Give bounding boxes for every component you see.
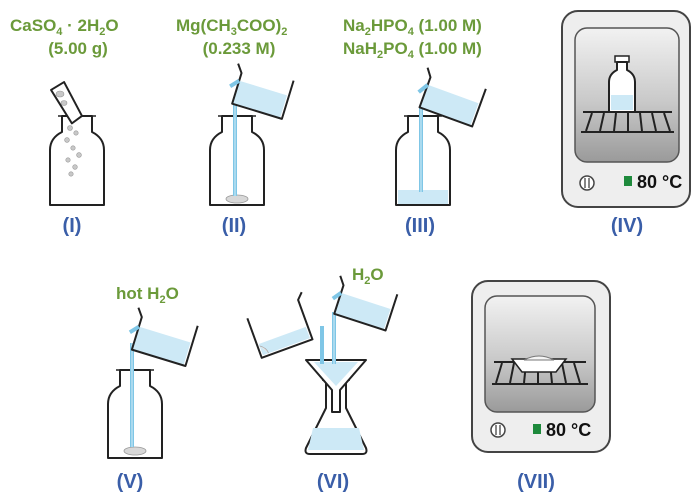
- oven-iv-bottle: [608, 55, 636, 113]
- step1-label: (I): [63, 215, 82, 237]
- step1-powder-packet: [50, 81, 83, 125]
- step5-label: (V): [117, 471, 144, 493]
- step3-beaker: [417, 67, 487, 128]
- oven-iv-indicator: [624, 176, 632, 186]
- oven-iv-knob[interactable]: [579, 175, 595, 191]
- step5-reagent-label: hot H2O: [116, 284, 179, 306]
- oven-vii-indicator: [533, 424, 541, 434]
- step7-label: (VII): [517, 471, 555, 493]
- step1-falling-particles: [64, 125, 82, 177]
- oven-iv: 80 °C: [561, 10, 691, 208]
- step2-label: (II): [222, 215, 246, 237]
- step6-label: (VI): [317, 471, 349, 493]
- step1-amount-label: (5.00 g): [48, 39, 108, 58]
- step1-reagent-label: CaSO4 · 2H2O: [10, 16, 119, 38]
- step2-amount-label: (0.233 M): [203, 39, 276, 58]
- step3-line2-label: NaH2PO4 (1.00 M): [343, 39, 482, 61]
- step6-left-beaker: [246, 291, 314, 359]
- step2-reagent-label: Mg(CH3COO)2: [176, 16, 287, 38]
- step6-reagent-label: H2O: [352, 265, 384, 287]
- step4-label: (IV): [611, 215, 643, 237]
- oven-iv-temperature: 80 °C: [637, 172, 682, 192]
- step1-bottle: [49, 115, 105, 206]
- step5-beaker: [128, 307, 199, 367]
- step5-bottle: [107, 369, 163, 459]
- step6-water-beaker: [331, 275, 399, 332]
- step3-label: (III): [405, 215, 435, 237]
- oven-vii: 80 °C: [471, 280, 611, 453]
- oven-vii-temperature: 80 °C: [546, 420, 591, 440]
- step6-funnel: [305, 359, 367, 413]
- oven-vii-dish: [510, 355, 568, 373]
- oven-vii-knob[interactable]: [490, 422, 506, 438]
- oven-iv-rack: [581, 111, 674, 133]
- step3-line1-label: Na2HPO4 (1.00 M): [343, 16, 482, 38]
- step6-flask: [304, 379, 368, 455]
- step2-beaker: [229, 63, 295, 120]
